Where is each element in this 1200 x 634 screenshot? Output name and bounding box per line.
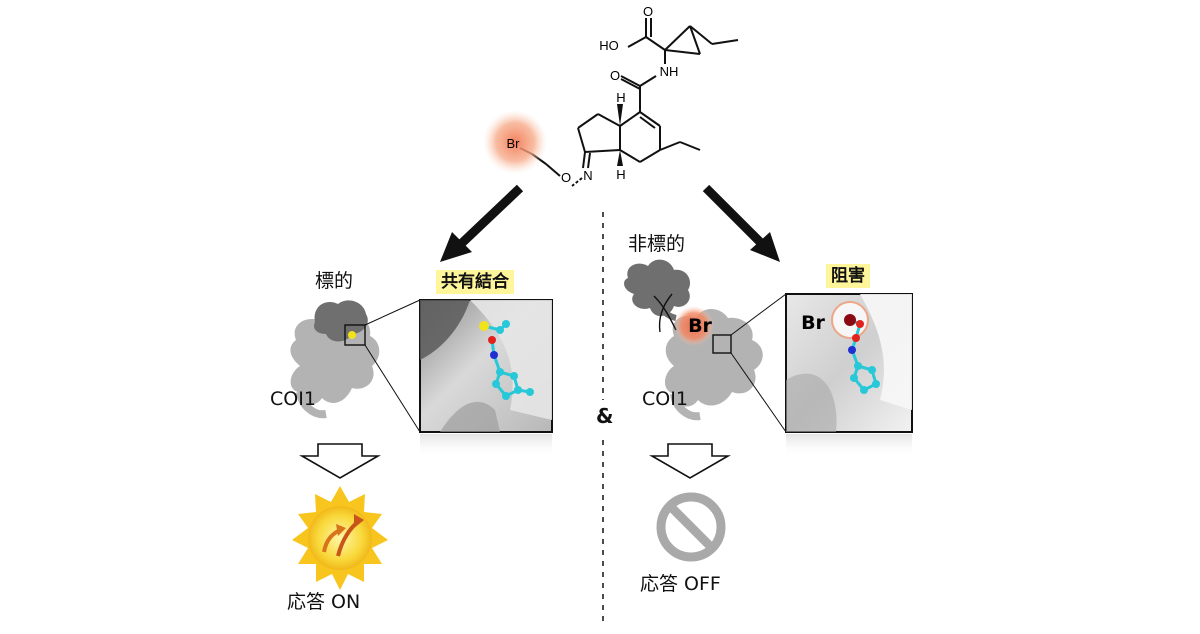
atom-h-bottom: H	[616, 167, 625, 182]
protein-br-label: Br	[688, 315, 712, 337]
nontarget-label: 非標的	[628, 233, 686, 255]
zoom-br-label: Br	[801, 312, 825, 334]
atom-h-top: H	[616, 90, 625, 105]
molecule-structure	[519, 18, 739, 187]
wedge-bond	[617, 104, 623, 126]
target-label: 標的	[315, 270, 354, 292]
wedge-bond	[617, 150, 623, 166]
hollow-down-arrow-icon	[299, 443, 381, 479]
hollow-down-arrow-icon	[649, 443, 731, 479]
protein-coi1-right	[624, 259, 763, 421]
result-on-label: 応答 ON	[287, 591, 361, 613]
sun-up-arrows-icon	[292, 486, 388, 590]
atom-o-amide: O	[610, 68, 620, 83]
atom-o-acid: O	[643, 4, 653, 19]
ligand-atoms-left	[479, 320, 534, 400]
zoom-line-right-bottom	[730, 352, 787, 433]
covalent-bond-title: 共有結合	[436, 270, 514, 294]
separator-ampersand: &	[596, 404, 614, 428]
atom-o-ether: O	[561, 170, 571, 185]
zoom-line-right-top	[730, 293, 787, 336]
no-entry-icon	[656, 492, 726, 562]
atom-ho: HO	[599, 38, 619, 53]
arrow-to-target	[440, 184, 524, 262]
atom-nh: NH	[660, 64, 679, 79]
atom-n: N	[583, 168, 592, 183]
protein-label-left: COI1	[270, 388, 316, 410]
br-glow	[483, 110, 547, 174]
zoom-line-left-top	[364, 299, 421, 326]
inhibition-title: 阻害	[826, 264, 870, 288]
result-off-label: 応答 OFF	[640, 573, 721, 595]
zoom-line-left-bottom	[364, 344, 421, 433]
protein-coi1-left	[290, 300, 380, 419]
arrow-to-nontarget	[702, 184, 780, 262]
protein-label-right: COI1	[642, 388, 688, 410]
ligand-atoms-right	[844, 314, 880, 394]
atom-br: Br	[507, 136, 521, 151]
